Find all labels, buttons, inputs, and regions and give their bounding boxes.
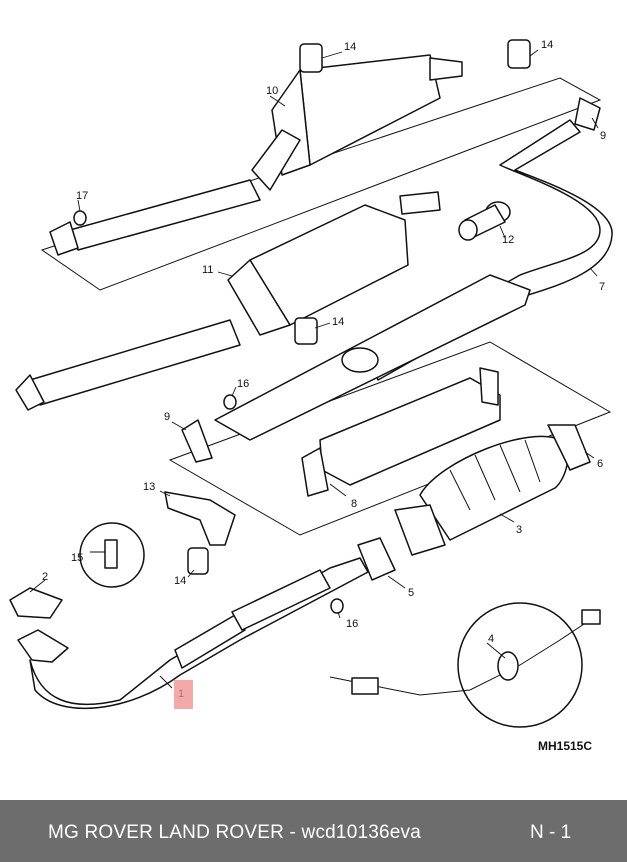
mounting-rubber-2	[507, 39, 531, 69]
rear-silencer	[49, 54, 463, 256]
nut-17	[73, 210, 87, 226]
mounting-rubber-4	[187, 547, 209, 575]
label-part-14b: 14	[541, 39, 553, 51]
label-part-9b: 9	[600, 130, 606, 142]
mounting-rubber-3	[294, 317, 318, 345]
label-part-8: 8	[351, 498, 357, 510]
flange-9-lower	[181, 419, 213, 463]
adapter-pipe	[458, 201, 511, 241]
label-part-15: 15	[71, 552, 83, 564]
exhaust-system-diagram: 1 2 3 4 5 6 7 8 9 9 10 11 12 13 14 14 14…	[9, 39, 613, 728]
label-part-10: 10	[266, 85, 278, 97]
mounting-rubber-1	[299, 43, 323, 73]
oxygen-sensor	[329, 602, 601, 728]
diagram-reference-code: MH1515C	[538, 739, 593, 753]
footer-bar: MG ROVER LAND ROVER - wcd10136eva N - 1	[0, 800, 627, 862]
bolt-icon	[104, 539, 118, 569]
label-part-16a: 16	[237, 378, 249, 390]
label-part-2: 2	[42, 571, 48, 583]
footer-page-number: N - 1	[530, 822, 572, 843]
nut-16-lower	[330, 598, 344, 614]
label-part-4: 4	[488, 633, 494, 645]
label-part-5: 5	[408, 587, 414, 599]
label-part-9a: 9	[164, 411, 170, 423]
highlighted-part-marker	[174, 680, 193, 709]
intermediate-pipe	[369, 119, 613, 381]
label-part-13: 13	[143, 481, 155, 493]
gasket-2	[9, 587, 63, 619]
label-part-14c: 14	[332, 316, 344, 328]
label-part-12: 12	[502, 234, 514, 246]
label-part-14d: 14	[174, 575, 186, 587]
catalytic-converter-lower	[394, 424, 591, 556]
flange-9-upper	[574, 97, 601, 131]
mounting-bracket	[164, 491, 236, 546]
rear-assembly-outline	[40, 77, 602, 291]
label-part-7: 7	[599, 281, 605, 293]
catalytic-converter-upper	[301, 367, 501, 497]
front-down-pipe	[17, 537, 396, 710]
label-part-6: 6	[597, 458, 603, 470]
label-part-17: 17	[76, 190, 88, 202]
centre-silencer	[15, 191, 441, 411]
small-silencer	[341, 347, 379, 373]
cat-assembly-outline	[168, 341, 612, 536]
footer-caption: MG ROVER LAND ROVER - wcd10136eva	[48, 822, 421, 843]
nut-16-upper	[223, 394, 237, 410]
label-part-14a: 14	[344, 41, 356, 53]
label-part-11: 11	[202, 264, 213, 276]
label-part-16b: 16	[346, 618, 358, 630]
label-part-3: 3	[516, 524, 522, 536]
